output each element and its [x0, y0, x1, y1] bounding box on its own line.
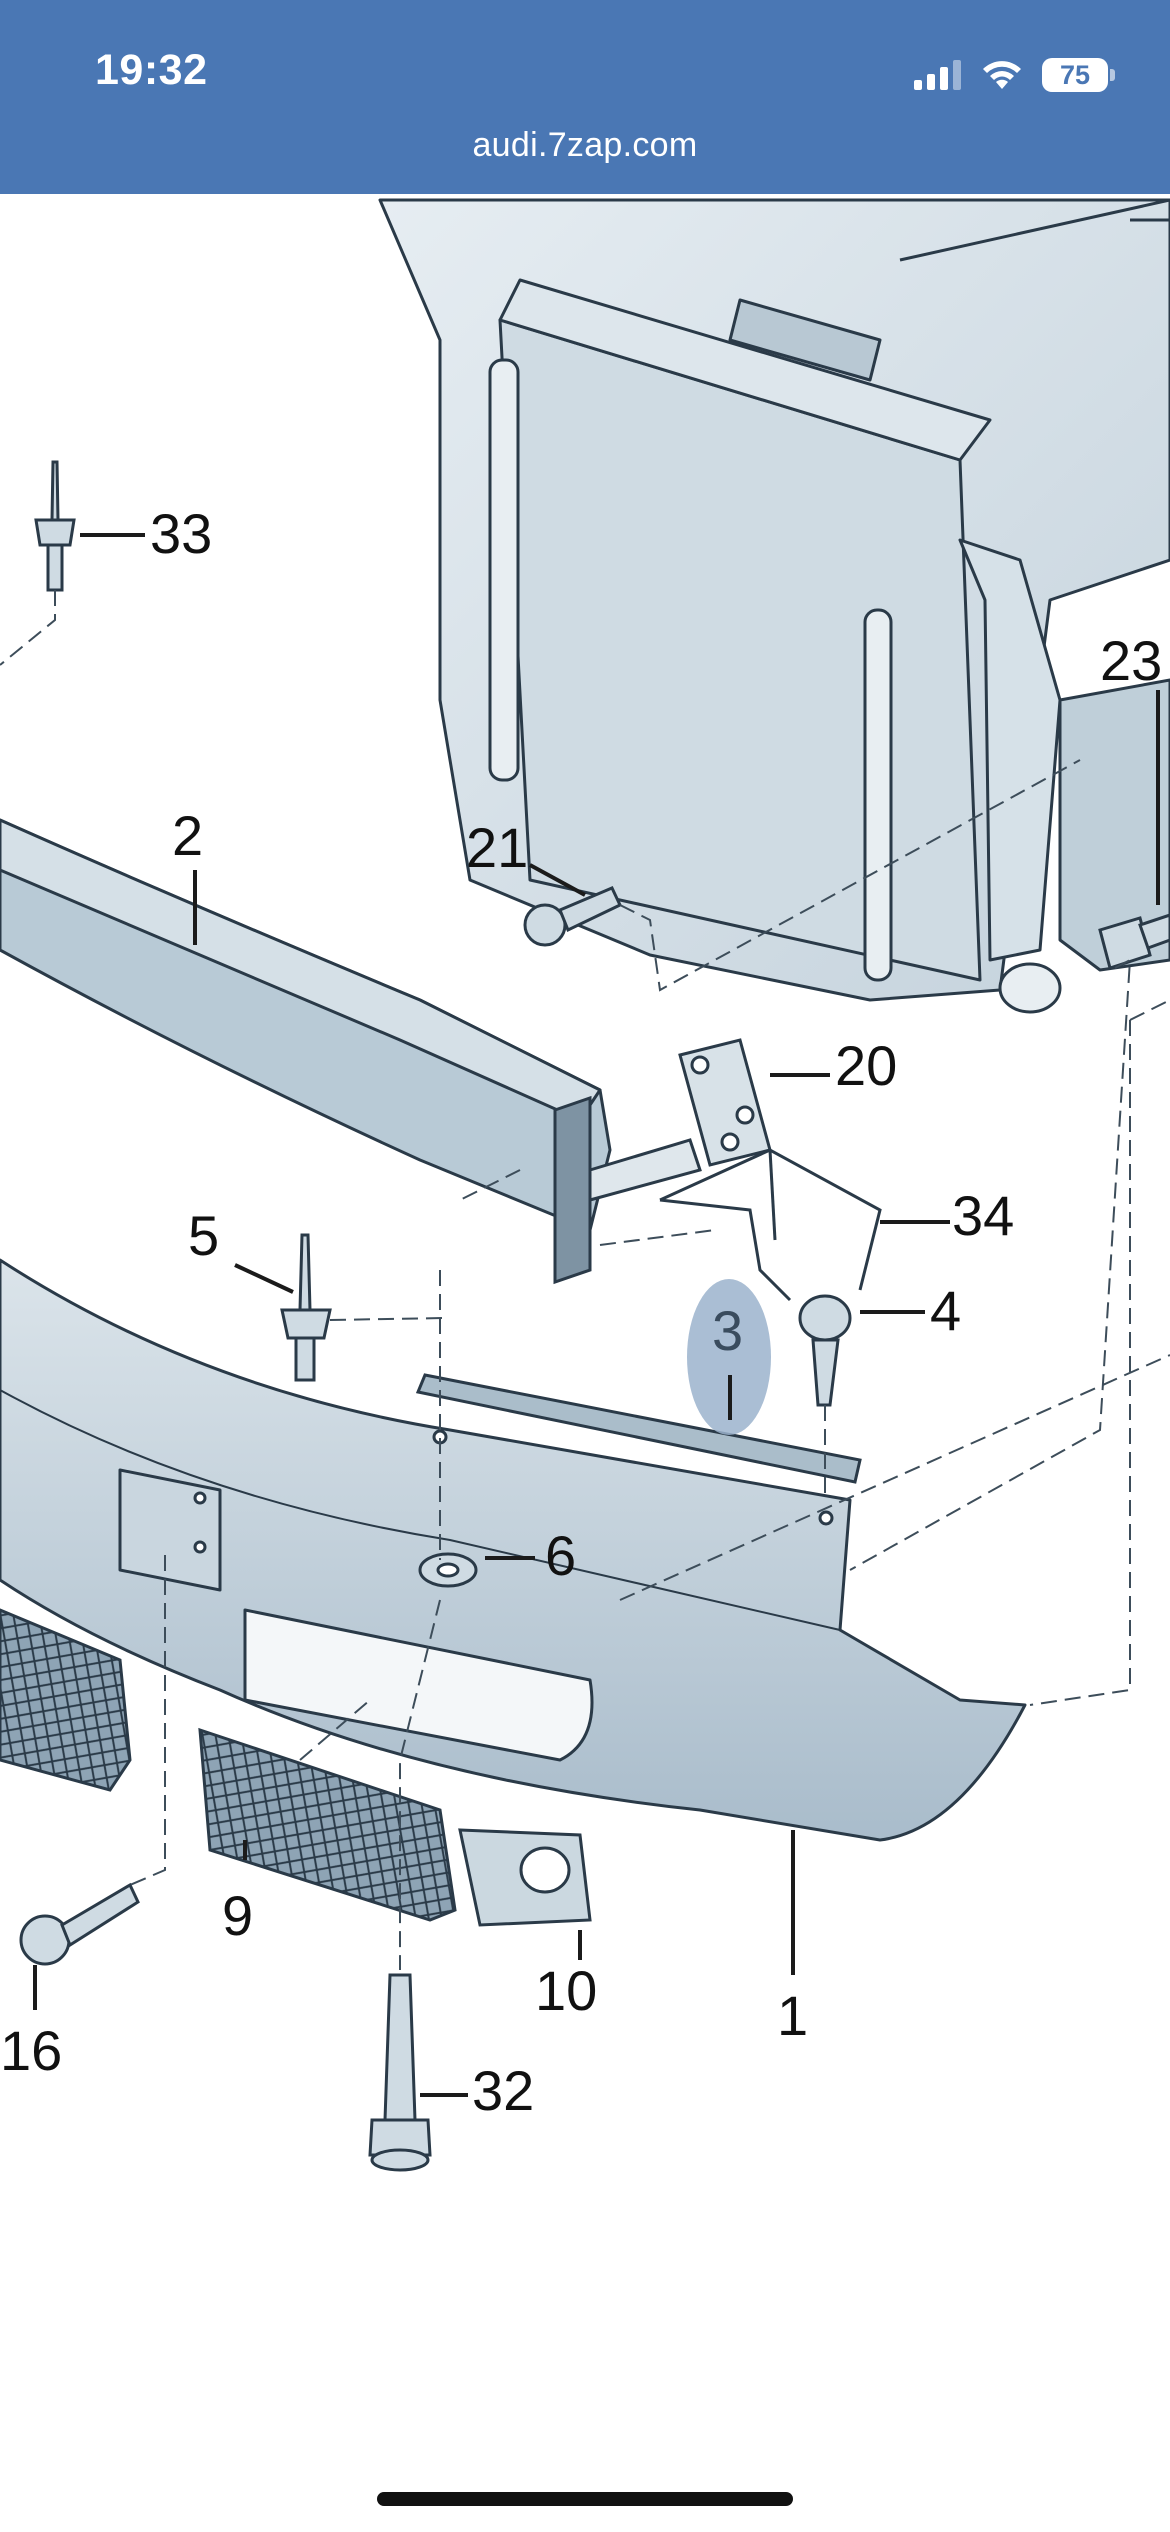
fasteners: [19, 460, 1170, 2172]
status-icons: 75: [914, 50, 1115, 100]
battery-level: 75: [1059, 59, 1091, 90]
address-bar-url[interactable]: audi.7zap.com: [472, 126, 698, 164]
radiator-carrier: [378, 198, 1170, 1014]
parts-diagram[interactable]: 33 2 21 23 20 34 5 3 4 6 9 10 1 16 32: [0, 194, 1170, 2532]
callout-32[interactable]: 32: [472, 2059, 534, 2122]
browser-header: 19:32 75 audi.7zap.com: [0, 0, 1170, 194]
callouts-layer: 33 2 21 23 20 34 5 3 4 6 9 10 1 16 32: [0, 502, 1162, 2122]
battery-icon: 75: [1042, 58, 1108, 92]
parts-diagram-svg: [0, 198, 1170, 2172]
callout-21[interactable]: 21: [466, 816, 528, 879]
part-3-strip: [415, 1373, 862, 1484]
callout-6[interactable]: 6: [545, 1524, 576, 1587]
wifi-icon: [983, 61, 1021, 89]
status-time: 19:32: [95, 46, 208, 94]
callout-4[interactable]: 4: [930, 1279, 961, 1342]
home-indicator[interactable]: [377, 2492, 793, 2506]
callout-5[interactable]: 5: [188, 1204, 219, 1267]
callout-10[interactable]: 10: [535, 1959, 597, 2022]
callout-34[interactable]: 34: [952, 1184, 1014, 1247]
part-10-fog-bracket: [458, 1828, 592, 1927]
callout-23[interactable]: 23: [1100, 629, 1162, 692]
callout-16[interactable]: 16: [0, 2019, 62, 2082]
callout-3-highlight[interactable]: [687, 1279, 771, 1435]
callout-20[interactable]: 20: [835, 1034, 897, 1097]
callout-1[interactable]: 1: [777, 1984, 808, 2047]
callout-33[interactable]: 33: [150, 502, 212, 565]
callout-2[interactable]: 2: [172, 804, 203, 867]
part-34-bracket: [659, 1148, 882, 1302]
part-grille-left: [0, 1608, 132, 1792]
callout-9[interactable]: 9: [222, 1884, 253, 1947]
part-20-mount: [553, 1038, 772, 1285]
assembly-lines: [0, 590, 1170, 1970]
battery-tip: [1110, 69, 1115, 81]
callout-3[interactable]: 3: [712, 1299, 743, 1362]
signal-icon: [914, 60, 961, 90]
